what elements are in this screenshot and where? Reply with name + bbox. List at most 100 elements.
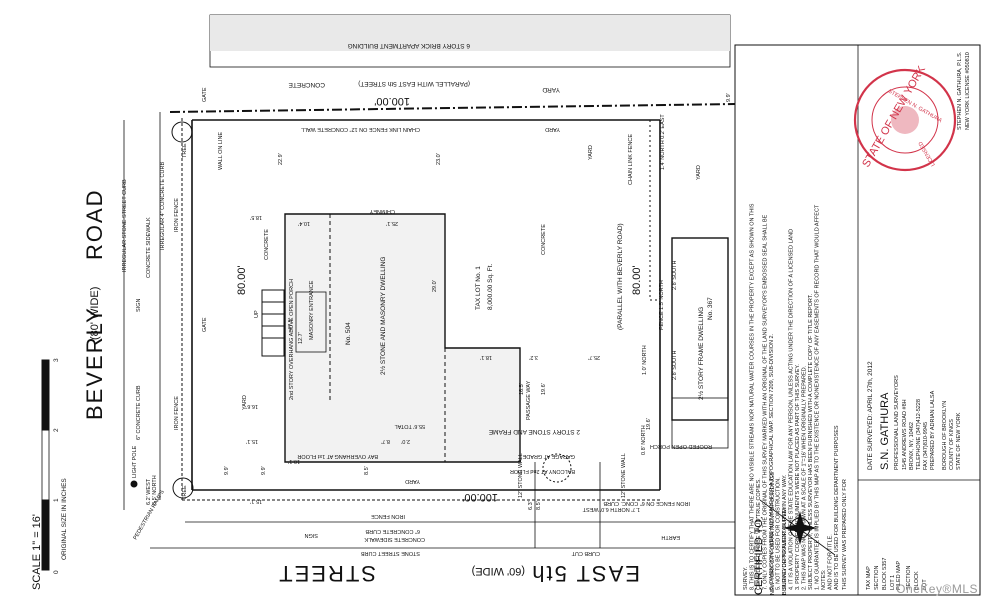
neighbor-type: 2½ STORY FRAME DWELLING bbox=[697, 307, 705, 400]
surveyor-name: S.N. GATHURA bbox=[879, 392, 891, 470]
note-line: SUBJECT PROPERTY, UNLESS SURVEYOR HAS BE… bbox=[808, 293, 814, 590]
dim-20: 6.3' bbox=[528, 501, 534, 510]
wall-on-line-label: WALL ON LINE bbox=[218, 132, 224, 170]
scale-bar-fill bbox=[41, 359, 50, 431]
dim-29: 0.8' NORTH bbox=[641, 425, 647, 455]
corner-w-label: 6.2' WEST bbox=[146, 478, 152, 505]
concrete-curb-south-label: 6" CONCRETE CURB bbox=[365, 528, 420, 534]
note-line: 8. THIS IS TO CERTIFY THAT THERE ARE NO … bbox=[750, 203, 756, 590]
masonry-entrance-label: MASONRY ENTRANCE bbox=[309, 280, 315, 340]
note-line: 4. IT IS A VIOLATION OF THE STATE EDUCAT… bbox=[789, 229, 795, 590]
irregular-stone-curb-label: IRREGULAR STONE STREET CURB bbox=[122, 179, 128, 272]
notes-frame bbox=[734, 44, 981, 596]
stone-street-curb-label: STONE STREET CURB bbox=[361, 550, 420, 556]
east5th-label: EAST 5th bbox=[530, 561, 640, 586]
iron-fence-on-label: IRON FENCE ON 6" CONC. CURB bbox=[603, 500, 690, 506]
concrete-center-label: CONCRETE bbox=[541, 224, 547, 255]
passage-label: PASSAGE WAY bbox=[526, 380, 532, 420]
tax-map-block: BLOCK 5357 bbox=[882, 558, 888, 590]
note-line: AND NOT FOR TITLE. bbox=[828, 534, 834, 590]
date-surveyed: DATE SURVEYED: APRIL 27th, 2012 bbox=[867, 361, 874, 470]
street-label: STREET bbox=[277, 561, 376, 586]
concrete-curb-6-label: 6" CONCRETE CURB bbox=[136, 385, 142, 440]
surveyor-state: STATE OF NEW YORK bbox=[956, 412, 962, 470]
dim-23: 16.5' bbox=[519, 383, 525, 395]
earth-label: EARTH bbox=[661, 534, 680, 540]
dwelling-type: 2½ STONE AND MASONRY DWELLING bbox=[379, 257, 387, 375]
note-line: 3. PROPERTY CORNER MONUMENTS WERE NOT PL… bbox=[795, 364, 801, 590]
dim-12: 9.9' bbox=[261, 466, 267, 475]
neighbor-dwelling-outline bbox=[671, 237, 729, 421]
surveyor-address2: BRONX, NY, 10462 bbox=[909, 422, 915, 470]
east5th-width: (60' WIDE) bbox=[472, 565, 525, 577]
corner-n-label: 8.5' NORTH bbox=[152, 475, 158, 505]
dim-2: 23.0' bbox=[436, 153, 442, 165]
chain-link-12-label: CHAIN LINK FENCE ON 12" CONCRETE WALL bbox=[301, 126, 420, 132]
bottom-100-dim: 100.00' bbox=[462, 491, 498, 503]
gate-west-label: GATE bbox=[202, 317, 208, 332]
tax-map-title: TAX MAP bbox=[866, 566, 872, 590]
note-line: NOTES: bbox=[821, 569, 827, 590]
total-label: 55.6' TOTAL bbox=[395, 423, 425, 429]
filed-map-title: FILED MAP bbox=[896, 561, 902, 590]
parallel-east5-label: (PARALLEL WITH EAST 5th STREET) bbox=[358, 80, 470, 87]
dim-5: 25.1' bbox=[386, 220, 398, 226]
balcony-arc bbox=[542, 453, 572, 483]
right-80-dim: 80.00' bbox=[631, 265, 643, 295]
surveyor-fax: FAX (347)810-9945 bbox=[923, 422, 929, 470]
sign-label: SIGN bbox=[136, 299, 142, 312]
entrance-steps bbox=[261, 289, 285, 357]
surveyor-borough: BOROUGH OF BROOKLYN bbox=[942, 401, 948, 470]
stamp-line1: STEPHEN N. GATHURA, P.L.S. bbox=[957, 51, 963, 130]
scale-tick-0: 0 bbox=[53, 570, 60, 574]
surveyor-address1: 1545 ANDREWS ROAD #8H bbox=[902, 399, 908, 470]
neighbor-no: No. 367 bbox=[707, 297, 714, 320]
iron-fence-label: IRON FENCE bbox=[174, 198, 180, 232]
original-size-label: ORIGINAL SIZE IN INCHES bbox=[61, 478, 68, 560]
top-concrete-label: CONCRETE bbox=[288, 81, 325, 88]
area-label: 8,000.00 Sq. Ft. bbox=[487, 264, 494, 310]
dim-10: 3.2' bbox=[529, 354, 538, 360]
dim-1: 22.9' bbox=[278, 153, 284, 165]
concrete-west-label: CONCRETE bbox=[264, 229, 270, 260]
stamp-line2: NEW YORK LICENSE #050810 bbox=[965, 52, 971, 130]
notes-title: THIS SURVEY WAS PREPARED ONLY FOR bbox=[842, 479, 848, 590]
frame-building-label: 2 STORY STONE AND FRAME bbox=[488, 428, 580, 435]
dwelling-no: No. 504 bbox=[345, 322, 352, 345]
north-property-line bbox=[169, 103, 736, 113]
garage-label: GARAGE AT GRADE bbox=[522, 453, 575, 459]
dim-9: 18.1' bbox=[480, 354, 492, 360]
left-80-dim: 80.00' bbox=[236, 265, 248, 295]
east-se-label: 1.7' NORTH 6.0' WEST bbox=[582, 506, 640, 512]
note-line: 7. ONLY COPIES FROM THE ORIGINAL OF THIS… bbox=[763, 214, 769, 590]
tree-2-label: TREE bbox=[182, 485, 188, 500]
top-100-dim: 100.00' bbox=[374, 95, 410, 107]
dim-3: 18.5' bbox=[250, 214, 262, 220]
balcony-label: BALCONY AT 2nd FLOOR bbox=[510, 468, 575, 474]
irregular-curb-label: IRREGULAR 4" CONCRETE CURB bbox=[160, 162, 166, 250]
notes-block: THIS SURVEY WAS PREPARED ONLY FOR AND IS… bbox=[743, 203, 848, 590]
tax-map-section: SECTION bbox=[874, 566, 880, 590]
stone-wall-2-label: 12" STONE WALL bbox=[621, 453, 627, 498]
fence-north-label: FENCE 1.5' NORTH bbox=[659, 280, 665, 330]
state-seal-center bbox=[891, 106, 919, 134]
yard-north-label: YARD bbox=[545, 126, 560, 132]
state-seal-inner bbox=[871, 86, 939, 154]
dim-15: 8.7' bbox=[381, 438, 390, 444]
dim-28: 19.6' bbox=[646, 418, 652, 430]
sign-south-label: SIGN bbox=[305, 532, 318, 538]
tree-label: TREE bbox=[182, 143, 188, 158]
surveyor-county: COUNTY OF KINGS bbox=[949, 419, 955, 470]
note-line: CONSIDERED TO BE VALID TRUE COPIES. bbox=[756, 478, 762, 590]
dim-17: 8.5' bbox=[364, 466, 370, 475]
note-line: 6. DIMENSIONS WERE NOT MADE FOR A TOPOGR… bbox=[769, 333, 775, 590]
dim-19: 15.1' bbox=[250, 498, 262, 504]
dim-21: 8.5' bbox=[536, 501, 542, 510]
apartment-label: 6 STORY BRICK APARTMENT BUILDING bbox=[348, 42, 470, 49]
scale-bar-fill-2 bbox=[41, 499, 50, 571]
state-seal-outer bbox=[853, 68, 957, 172]
surveyor-prepared: PREPARED BY ADRIAN LALSA bbox=[930, 390, 936, 470]
scale-label: SCALE 1" = 16' bbox=[31, 514, 43, 590]
light-pole-label: LIGHT POLE bbox=[132, 445, 138, 478]
yard-south-label: YARD bbox=[405, 478, 420, 484]
